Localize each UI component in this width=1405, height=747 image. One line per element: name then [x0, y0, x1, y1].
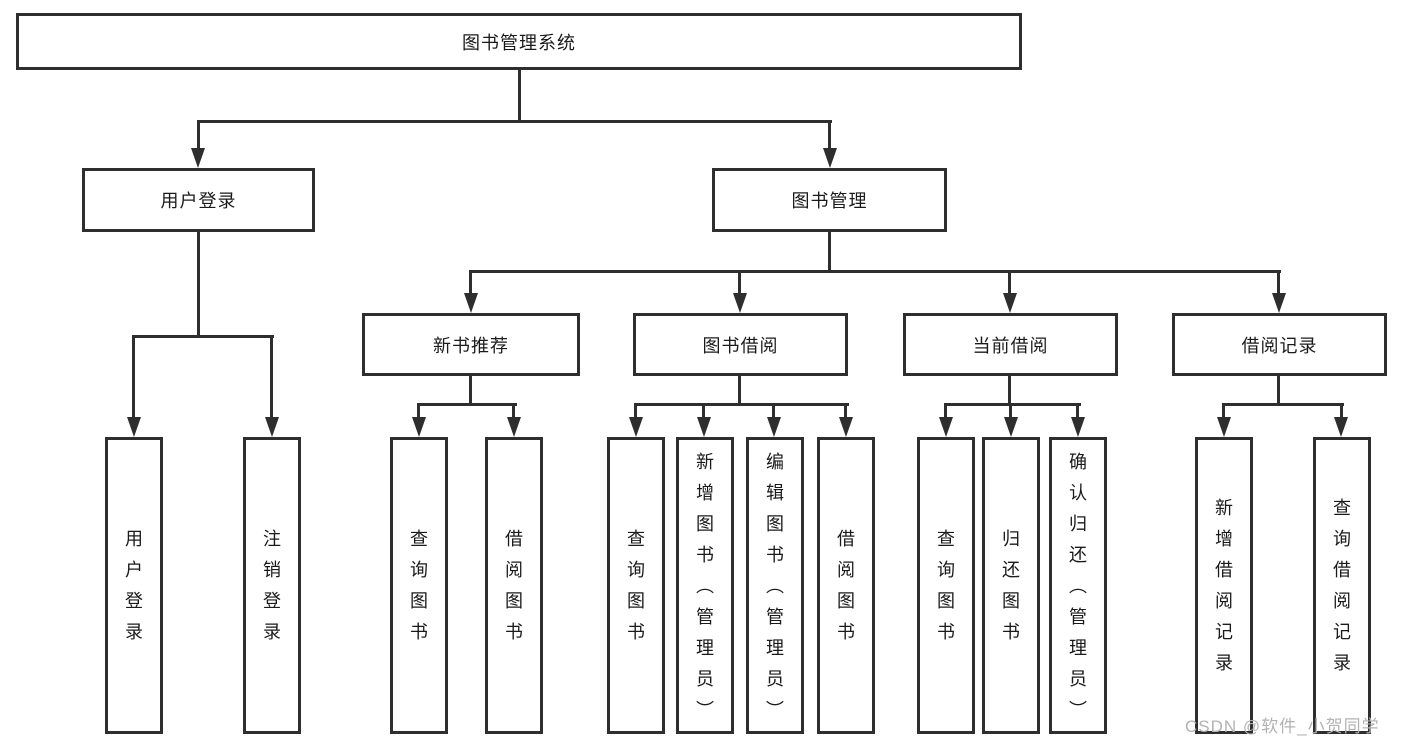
arrow-down-current-borrow [1003, 293, 1017, 313]
node-current-borrow: 当前借阅 [903, 313, 1118, 376]
arrow-down-br-query [1334, 417, 1348, 437]
connector-book-mgmt-bar [470, 270, 1281, 273]
node-bb-add-book: 新增图书︵管理员︶ [676, 437, 734, 734]
arrow-down-rec-borrow [507, 417, 521, 437]
node-user-login: 用户登录 [82, 168, 315, 232]
connector-drop-cb-return [1009, 403, 1012, 417]
connector-borrow-records-stem [1277, 376, 1280, 403]
watermark: CSDN @软件_小贺同学 [1185, 717, 1380, 736]
arrow-down-new-book-rec [464, 293, 478, 313]
connector-borrow-records-bar [1223, 403, 1344, 406]
connector-new-book-rec-bar [418, 403, 517, 406]
connector-drop-rec-query [417, 403, 420, 417]
node-bb-query-book: 查询图书 [607, 437, 665, 734]
arrow-down-cb-query [939, 417, 953, 437]
node-book-borrow: 图书借阅 [633, 313, 848, 376]
connector-drop-borrow-records [1277, 270, 1280, 293]
node-br-add-record: 新增借阅记录 [1195, 437, 1253, 734]
connector-book-borrow-bar [635, 403, 849, 406]
connector-drop-bb-query [634, 403, 637, 417]
connector-drop-cb-query [944, 403, 947, 417]
connector-drop-cb-confirm [1076, 403, 1079, 417]
node-cb-confirm-return: 确认归还︵管理员︶ [1049, 437, 1107, 734]
connector-drop-login [132, 335, 135, 417]
connector-drop-br-add [1222, 403, 1225, 417]
node-borrow-records: 借阅记录 [1172, 313, 1387, 376]
connector-book-borrow-stem [738, 376, 741, 403]
connector-current-borrow-bar [945, 403, 1081, 406]
arrow-down-bb-add [697, 417, 711, 437]
arrow-down-login [127, 417, 141, 437]
connector-drop-br-query [1340, 403, 1343, 417]
arrow-down-borrow-records [1272, 293, 1286, 313]
node-leaf-logout: 注销登录 [243, 437, 301, 734]
arrow-down-rec-query [412, 417, 426, 437]
connector-book-mgmt-stem [828, 232, 831, 270]
arrow-down-cb-return [1004, 417, 1018, 437]
arrow-down-bb-borrow [839, 417, 853, 437]
connector-user-login-stem [197, 232, 200, 335]
connector-drop-bb-borrow [844, 403, 847, 417]
arrow-down-bb-edit [767, 417, 781, 437]
connector-current-borrow-stem [1008, 376, 1011, 403]
connector-drop-logout [270, 335, 273, 417]
connector-drop-current-borrow [1008, 270, 1011, 293]
connector-drop-rec-borrow [512, 403, 515, 417]
arrow-down-logout [265, 417, 279, 437]
node-new-book-rec: 新书推荐 [362, 313, 580, 376]
connector-drop-new-book-rec [469, 270, 472, 293]
connector-drop-book-borrow [738, 270, 741, 293]
arrow-down-book-borrow [733, 293, 747, 313]
node-bb-edit-book: 编辑图书︵管理员︶ [746, 437, 804, 734]
node-rec-borrow-book: 借阅图书 [485, 437, 543, 734]
arrow-down-book-mgmt [823, 148, 837, 168]
arrow-down-cb-confirm [1071, 417, 1085, 437]
arrow-down-user-login [191, 148, 205, 168]
node-br-query-record: 查询借阅记录 [1313, 437, 1371, 734]
connector-drop-user-login [197, 120, 200, 150]
arrow-down-br-add [1217, 417, 1231, 437]
connector-drop-bb-add [702, 403, 705, 417]
node-cb-return-book: 归还图书 [982, 437, 1040, 734]
connector-root-bar [198, 120, 832, 123]
node-library-system: 图书管理系统 [16, 13, 1022, 70]
node-bb-borrow-book: 借阅图书 [817, 437, 875, 734]
node-cb-query-book: 查询图书 [917, 437, 975, 734]
connector-user-login-bar [133, 335, 274, 338]
connector-new-book-rec-stem [469, 376, 472, 403]
node-leaf-user-login: 用户登录 [105, 437, 163, 734]
connector-root-stem [518, 70, 521, 120]
connector-drop-bb-edit [772, 403, 775, 417]
node-rec-query-book: 查询图书 [390, 437, 448, 734]
connector-drop-book-mgmt [828, 120, 831, 150]
arrow-down-bb-query [629, 417, 643, 437]
node-book-mgmt: 图书管理 [712, 168, 947, 232]
